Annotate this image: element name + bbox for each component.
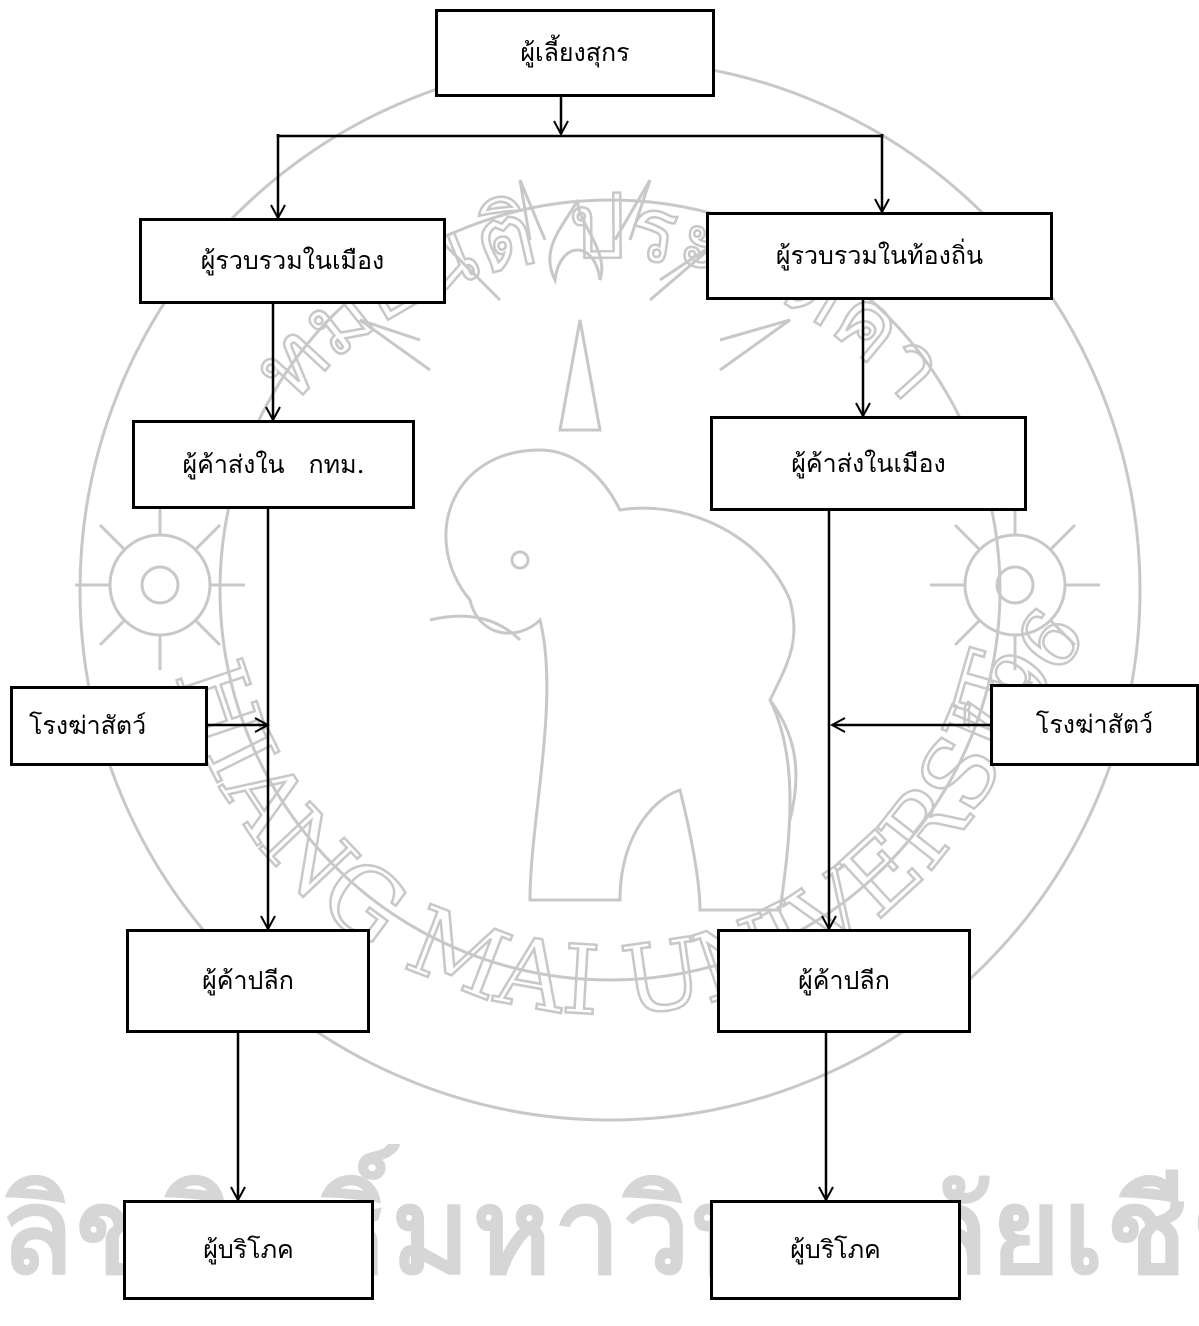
seal-inner-ring — [218, 198, 1002, 982]
node-city-wholesaler-label: ผู้ค้าส่งในเมือง — [791, 448, 946, 478]
node-bkk-wholesaler-label: ผู้ค้าส่งใน กทม. — [182, 449, 365, 479]
node-bkk-wholesaler: ผู้ค้าส่งใน กทม. — [132, 420, 415, 509]
node-city-wholesaler: ผู้ค้าส่งในเมือง — [710, 416, 1027, 511]
node-consumer-left: ผู้บริโภค — [123, 1200, 374, 1300]
node-consumer-left-label: ผู้บริโภค — [203, 1235, 294, 1264]
node-farmer: ผู้เลี้ยงสุกร — [435, 9, 715, 97]
node-slaughterhouse-right: โรงฆ่าสัตว์ — [990, 684, 1199, 766]
node-consumer-right: ผู้บริโภค — [710, 1200, 961, 1300]
node-slaughterhouse-left-label: โรงฆ่าสัตว์ — [29, 711, 147, 740]
node-slaughterhouse-left: โรงฆ่าสัตว์ — [10, 686, 208, 766]
connector-split-bar — [276, 134, 884, 138]
node-retailer-left-label: ผู้ค้าปลีก — [202, 966, 294, 995]
node-city-collector: ผู้รวบรวมในเมือง — [139, 218, 446, 304]
flower-left-icon — [75, 500, 245, 670]
node-farmer-label: ผู้เลี้ยงสุกร — [520, 38, 630, 67]
torch-emblem — [359, 179, 791, 432]
node-local-collector-label: ผู้รวบรวมในท้องถิ่น — [775, 241, 984, 270]
node-retailer-right: ผู้ค้าปลีก — [717, 929, 971, 1033]
flower-right-icon — [930, 500, 1100, 670]
node-slaughterhouse-right-label: โรงฆ่าสัตว์ — [1035, 710, 1154, 739]
node-consumer-right-label: ผู้บริโภค — [790, 1235, 881, 1264]
flow-connectors — [208, 97, 990, 1287]
node-city-collector-label: ผู้รวบรวมในเมือง — [200, 246, 385, 275]
node-retailer-left: ผู้ค้าปลีก — [126, 929, 370, 1033]
node-retailer-right-label: ผู้ค้าปลีก — [798, 966, 890, 995]
elephant-emblem — [429, 448, 798, 912]
node-local-collector: ผู้รวบรวมในท้องถิ่น — [706, 212, 1053, 300]
